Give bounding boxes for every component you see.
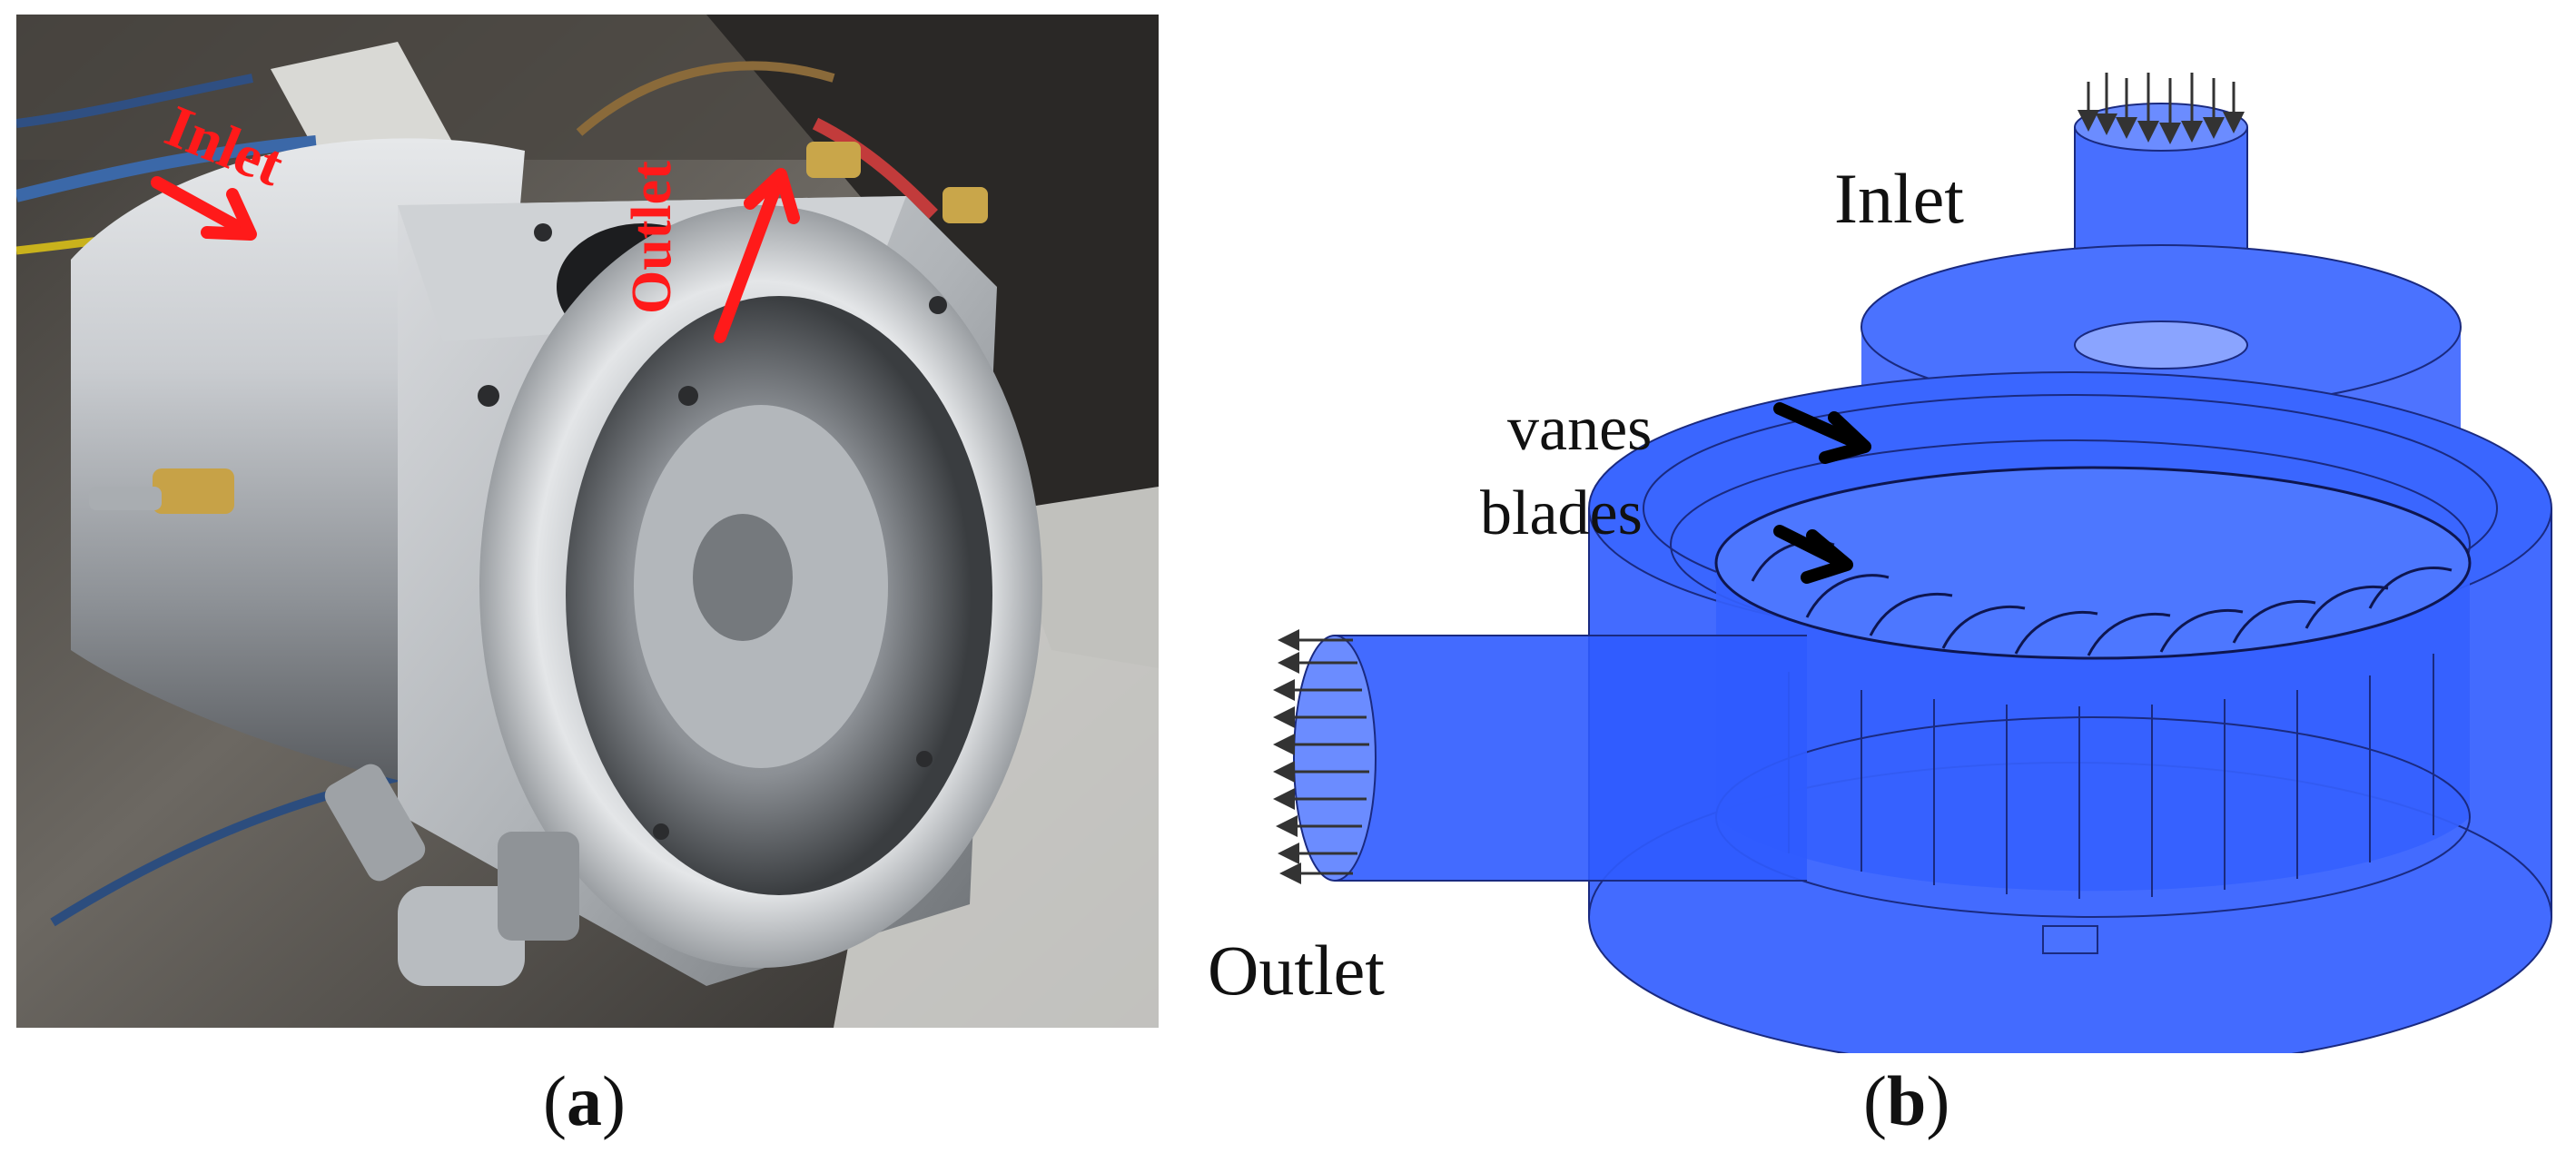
caption-b: (b) <box>1863 1060 1949 1142</box>
blades-callout-arrow-icon <box>1773 525 1853 584</box>
photo-outlet-label: Outlet <box>621 161 683 314</box>
caption-b-close: ) <box>1926 1061 1950 1140</box>
vanes-label: vanes <box>1507 394 1652 464</box>
blades-label: blades <box>1480 478 1643 548</box>
caption-a-open: ( <box>543 1061 567 1140</box>
caption-a-close: ) <box>601 1061 626 1140</box>
runner-blades <box>1714 466 2472 954</box>
caption-a-letter: a <box>566 1061 602 1140</box>
model-outlet-label: Outlet <box>1208 931 1385 1010</box>
outlet-arrow-icon <box>714 168 800 343</box>
caption-a: (a) <box>543 1060 626 1142</box>
caption-b-letter: b <box>1886 1061 1927 1140</box>
outlet-pipe <box>1293 635 1807 882</box>
inlet-arrow-icon <box>151 176 257 241</box>
model-inlet-label: Inlet <box>1834 159 1964 238</box>
outlet-flow-arrows <box>1273 629 1369 884</box>
caption-b-open: ( <box>1863 1061 1887 1140</box>
inlet-flow-arrows <box>2078 73 2245 144</box>
photo-panel-a: Inlet Outlet <box>16 15 1159 1028</box>
cfd-model-diagram: Inlet vanes blades Outlet <box>1208 73 2552 1053</box>
vanes-callout-arrow-icon <box>1773 402 1871 464</box>
cfd-model-panel-b: Inlet vanes blades Outlet <box>1208 73 2568 1053</box>
turbine-photo: Inlet Outlet <box>16 15 1159 1028</box>
